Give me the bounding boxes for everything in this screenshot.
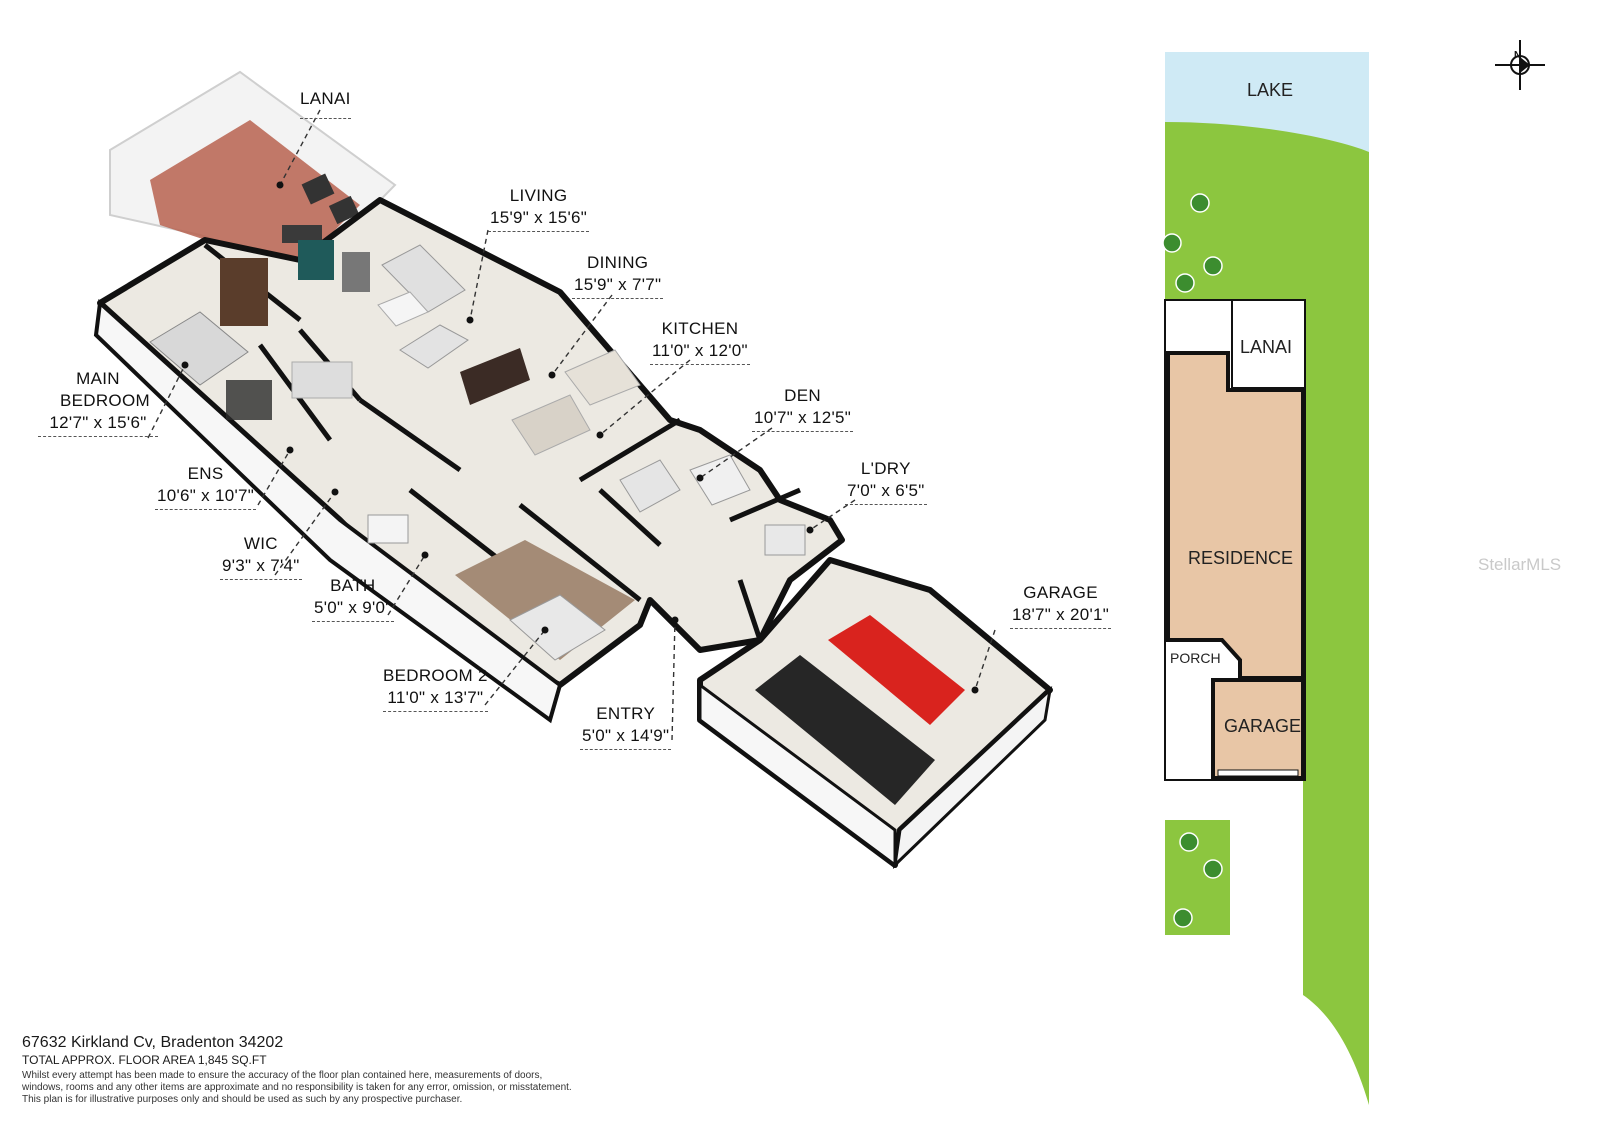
compass-north-label: N [1514,50,1522,61]
site-label-lake: LAKE [1247,80,1294,100]
dining-furniture [460,348,641,456]
site-lanai [1231,299,1306,389]
site-residence [1166,351,1305,680]
room-label-main-bedroom: MAIN BEDROOM 12'7" x 15'6" [38,368,158,437]
floor-area: TOTAL APPROX. FLOOR AREA 1,845 SQ.FT [22,1053,267,1067]
lanai-chair [328,195,360,225]
vanity [291,361,353,399]
living-furniture [298,240,469,369]
den-furniture [291,361,806,556]
bed-2 [509,594,606,661]
room-label-garage: GARAGE 18'7" x 20'1" [1010,582,1112,629]
room-markers [181,181,979,694]
plan-footer: 67632 Kirkland Cv, Bradenton 34202 TOTAL… [22,1033,742,1106]
lanai-table [282,225,322,243]
room-label-ensuite: ENS 10'6" x 10'7" [155,463,257,510]
lawn-lower [1165,820,1230,935]
room-label-bath: BATH 5'0" x 9'0" [312,575,394,622]
trees [1162,193,1223,928]
armchair [342,252,370,292]
sofa [399,324,469,369]
armchair [298,240,334,280]
coffee-table [377,291,429,327]
site-label-porch: PORCH [1170,650,1221,666]
site-label-lanai: LANAI [1240,337,1293,357]
site-garage [1211,678,1305,780]
kitchen-counter [564,349,641,406]
property-address: 67632 Kirkland Cv, Bradenton 34202 [22,1034,284,1051]
room-label-laundry: L'DRY 7'0" x 6'5" [845,458,927,505]
desk [689,454,751,506]
red-car [828,615,965,725]
kitchen-island [511,394,591,456]
site-label-residence: RESIDENCE [1188,548,1294,568]
den-sofa [619,459,681,513]
room-label-lanai: LANAI [300,88,351,119]
dining-table [460,348,530,405]
shower [226,380,272,420]
disclaimer-line: Whilst every attempt has been made to en… [22,1070,543,1081]
black-suv [755,655,935,805]
bathtub [367,514,409,544]
room-label-den: DEN 10'7" x 12'5" [752,385,854,432]
room-label-bedroom-2: BEDROOM 2 11'0" x 13'7" [383,665,488,712]
disclaimer-line: windows, rooms and any other items are a… [22,1082,572,1093]
wardrobe [220,258,268,326]
watermark: StellarMLS [1478,555,1562,574]
room-label-kitchen: KITCHEN 11'0" x 12'0" [650,318,750,365]
room-label-wic: WIC 9'3" x 7'4" [220,533,302,580]
bedroom-2-area [455,540,635,661]
disclaimer: Whilst every attempt has been made to en… [22,1070,742,1106]
lanai-area [109,70,397,274]
lanai-chair [301,173,335,205]
room-label-dining: DINING 15'9" x 7'7" [572,252,664,299]
main-bedroom-furniture [149,258,272,420]
site-label-garage: GARAGE [1224,716,1302,736]
room-label-living: LIVING 15'9" x 15'6" [488,185,590,232]
washer [764,524,806,556]
garage-area [697,557,1053,870]
house-floor [93,197,845,724]
main-bed [149,311,249,386]
disclaimer-line: This plan is for illustrative purposes o… [22,1094,463,1105]
room-label-entry: ENTRY 5'0" x 14'9" [580,703,672,750]
leader-lines [147,109,996,741]
